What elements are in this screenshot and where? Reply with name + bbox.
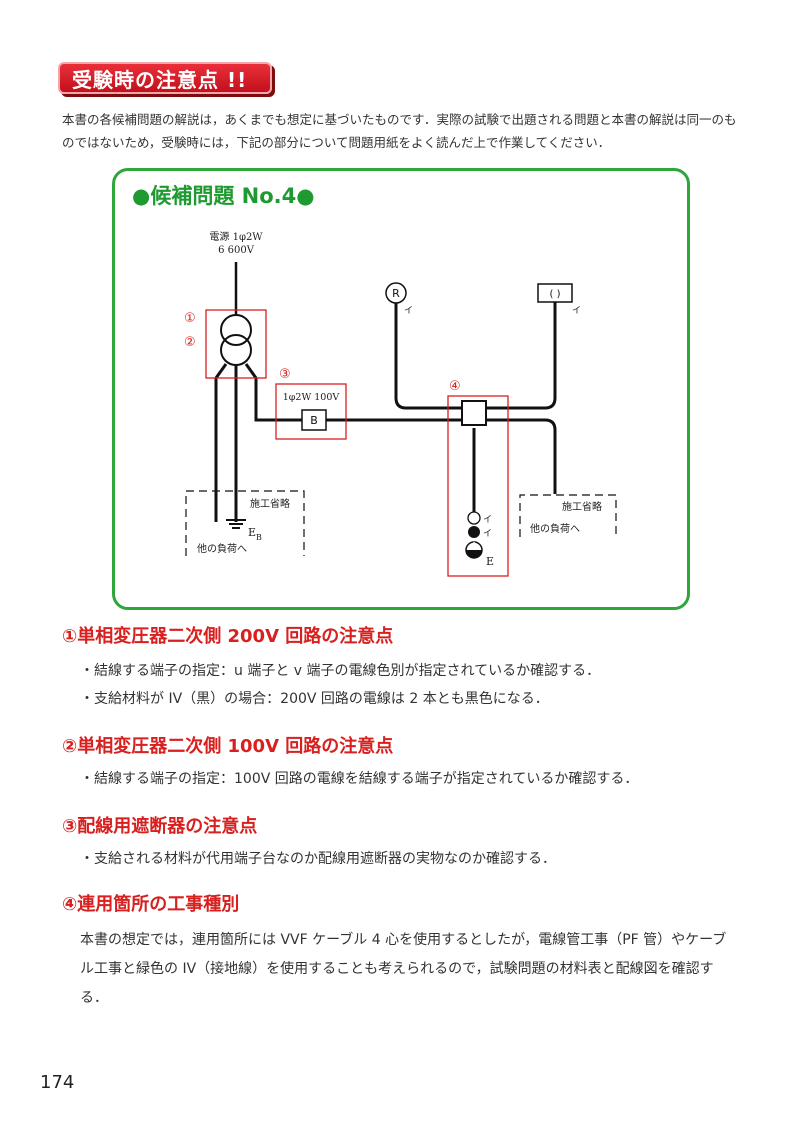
wire-200v-left: [214, 363, 228, 522]
section3-bullet1: ・支給される材料が代用端子台なのか配線用遮断器の実物なのか確認する．: [80, 851, 556, 867]
switch-icon: [468, 526, 480, 538]
fixture-i-label: イ: [572, 306, 581, 316]
eb-label: E: [248, 526, 256, 539]
caution-banner: 受験時の注意点 !!: [58, 62, 272, 94]
voltage-label: 6 600V: [218, 245, 255, 256]
mark1-box: [205, 309, 267, 379]
section4-title: ④連用箇所の工事種別: [62, 894, 240, 915]
mark3-label: ③: [279, 367, 291, 382]
section1-bullet2: ・支給材料が IV（黒）の場合：200V 回路の電線は 2 本とも黒色になる．: [80, 691, 549, 707]
other-load-left-label: 他の負荷へ: [197, 542, 247, 555]
wire-lamp: [394, 302, 462, 410]
mark2-label: ②: [184, 335, 196, 350]
pilot-i-label: イ: [483, 515, 492, 525]
diagram-frame: [112, 168, 690, 610]
transformer-secondary-coil: [220, 334, 252, 366]
joint-box: [461, 400, 487, 426]
wire-100v: [244, 363, 302, 422]
omitted-left-label: 施工省略: [250, 497, 290, 510]
mark4-box: [447, 395, 509, 577]
section2-bullet1: ・結線する端子の指定：100V 回路の電線を結線する端子が指定されているか確認す…: [80, 771, 639, 787]
breaker-symbol: B: [310, 414, 318, 427]
eb-subscript: B: [256, 533, 262, 542]
transformer-primary-coil: [220, 314, 252, 346]
wire-other-load-right: [486, 418, 557, 494]
omitted-right-label: 施工省略: [562, 500, 602, 513]
mark1-label: ①: [184, 311, 196, 326]
other-load-right-label: 他の負荷へ: [530, 522, 580, 535]
fixture-icon: [537, 283, 573, 303]
mark3-box: [275, 383, 347, 440]
outlet-ground-half: [466, 550, 482, 558]
lamp-icon: [385, 282, 407, 304]
lamp-i-label: イ: [404, 306, 413, 316]
switch-i-label: イ: [483, 529, 492, 539]
lamp-symbol: R: [392, 287, 400, 300]
section1-title: ①単相変圧器二次側 200V 回路の注意点: [62, 626, 394, 647]
power-source-label: 電源 1φ2W: [209, 230, 263, 243]
intro-text: 本書の各候補問題の解説は，あくまでも想定に基づいたものです．実際の試験で出題され…: [62, 112, 737, 150]
section2-title: ②単相変圧器二次側 100V 回路の注意点: [62, 736, 394, 757]
pilot-lamp-icon: [467, 511, 481, 525]
omitted-area-left: [185, 490, 305, 556]
breaker-spec-label: 1φ2W 100V: [283, 392, 340, 403]
page-number: 174: [40, 1072, 75, 1093]
fixture-symbol: ( ): [550, 289, 561, 300]
wire-fixture: [486, 302, 557, 410]
section1-bullet1: ・結線する端子の指定：u 端子と v 端子の電線色別が指定されているか確認する．: [80, 663, 601, 679]
breaker-box: [301, 409, 327, 431]
omitted-area-right: [519, 494, 617, 537]
e-label: E: [486, 555, 494, 568]
section4-paragraph: 本書の想定では，連用箇所には VVF ケーブル 4 心を使用するとしたが，電線管…: [80, 932, 727, 1006]
section3-title: ③配線用遮断器の注意点: [62, 816, 258, 837]
wiring-diagram: 電源 1φ2W 6 600V ① ② ③ ④ 1φ2W 100V B R ( )…: [184, 230, 617, 577]
diagram-title: ●候補問題 No.4●: [132, 184, 315, 208]
mark4-label: ④: [449, 379, 461, 394]
